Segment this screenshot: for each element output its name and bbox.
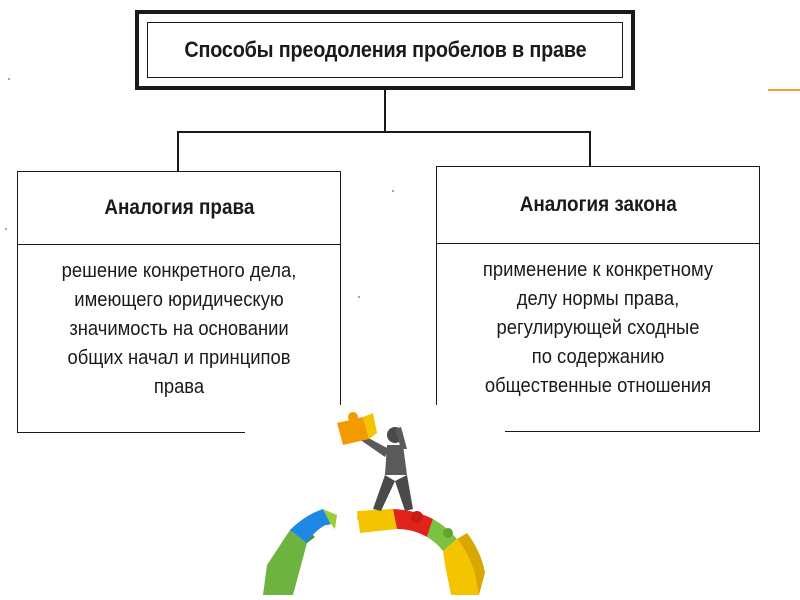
description-line: общественные отношения bbox=[484, 375, 712, 397]
connector-horizontal bbox=[178, 131, 590, 133]
heading-text: Аналогия права bbox=[103, 196, 254, 219]
description-line: делу нормы права, bbox=[516, 288, 680, 310]
decorative-speck bbox=[8, 78, 10, 80]
heading-text: Аналогия закона bbox=[519, 193, 677, 216]
box-analogy-of-statute-description: применение к конкретному делу нормы прав… bbox=[437, 244, 759, 401]
description-line: применение к конкретному bbox=[482, 259, 714, 281]
description-line: решение конкретного дела, bbox=[61, 260, 297, 282]
decorative-speck bbox=[392, 190, 394, 192]
decorative-speck bbox=[5, 228, 7, 230]
box-analogy-of-law-description: решение конкретного дела, имеющего юриди… bbox=[18, 245, 340, 402]
box-analogy-of-law: Аналогия права решение конкретного дела,… bbox=[17, 171, 341, 433]
title-inner-frame bbox=[147, 22, 623, 78]
person-building-puzzle-bridge-icon bbox=[245, 405, 505, 600]
connector-right-drop bbox=[589, 131, 591, 167]
description-line: регулирующей сходные bbox=[496, 317, 700, 339]
description-line: значимость на основании bbox=[69, 318, 289, 340]
description-line: по содержанию bbox=[531, 346, 665, 368]
connector-left-drop bbox=[177, 131, 179, 172]
connector-vertical-main bbox=[384, 90, 386, 132]
description-line: общих начал и принципов bbox=[67, 347, 291, 369]
description-line: права bbox=[153, 376, 205, 398]
accent-line bbox=[768, 89, 800, 91]
title-box: Способы преодоления пробелов в праве bbox=[135, 10, 635, 90]
box-analogy-of-statute-heading: Аналогия закона bbox=[437, 167, 759, 244]
description-line: имеющего юридическую bbox=[74, 289, 284, 311]
box-analogy-of-statute: Аналогия закона применение к конкретному… bbox=[436, 166, 760, 432]
decorative-speck bbox=[358, 296, 360, 298]
box-analogy-of-law-heading: Аналогия права bbox=[18, 172, 340, 245]
diagram-title: Способы преодоления пробелов в праве bbox=[183, 37, 587, 62]
